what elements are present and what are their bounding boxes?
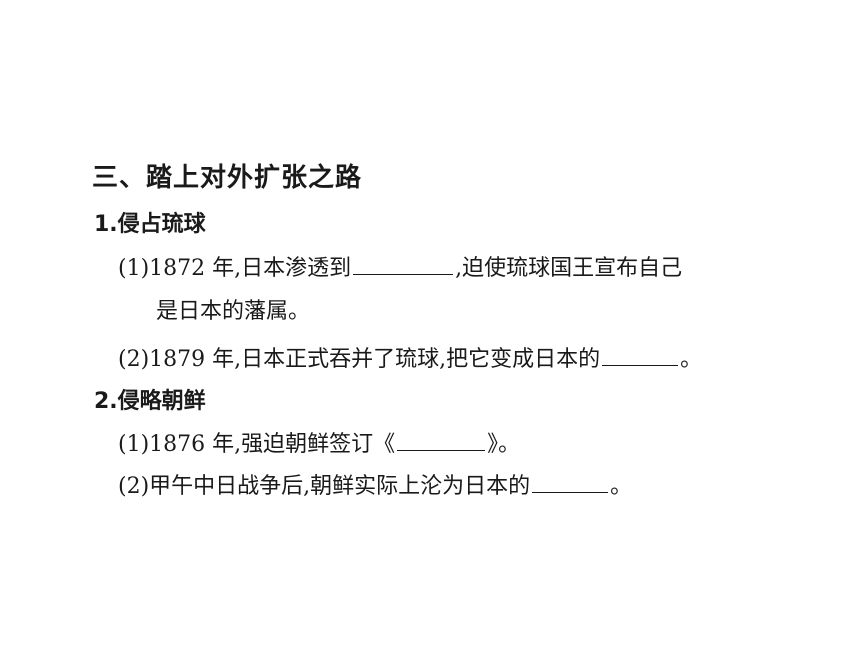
part1-title: 1.侵占琉球 (94, 212, 206, 237)
part1-item2-line: (2)1879 年,日本正式吞并了琉球,把它变成日本的 。 (118, 343, 702, 375)
fill-in-blank[interactable] (353, 252, 454, 275)
part2-item1-line: (1)1876 年,强迫朝鲜签订《 》。 (118, 428, 520, 460)
part1-item1-after: ,迫使琉球国王宣布自己 (455, 256, 683, 281)
part2-item1-before: (1)1876 年,强迫朝鲜签订《 (118, 432, 396, 457)
part1-item1-line: (1)1872 年,日本渗透到 ,迫使琉球国王宣布自己 (118, 252, 682, 284)
fill-in-blank[interactable] (532, 470, 609, 493)
part1-item2-after: 。 (680, 347, 703, 372)
part2-title: 2.侵略朝鲜 (94, 389, 206, 414)
part1-item1-before: (1)1872 年,日本渗透到 (118, 256, 352, 281)
part1-item1-continuation: 是日本的藩属。 (156, 299, 311, 324)
part2-item2-line: (2)甲午中日战争后,朝鲜实际上沦为日本的 。 (118, 470, 632, 502)
part2-item2-after: 。 (610, 474, 633, 499)
part2-item1-after: 》。 (487, 432, 521, 457)
part1-item2-before: (2)1879 年,日本正式吞并了琉球,把它变成日本的 (118, 347, 601, 372)
part2-item2-before: (2)甲午中日战争后,朝鲜实际上沦为日本的 (118, 474, 531, 499)
fill-in-blank[interactable] (397, 428, 486, 451)
fill-in-blank[interactable] (602, 343, 679, 366)
section-title: 三、踏上对外扩张之路 (92, 163, 363, 193)
